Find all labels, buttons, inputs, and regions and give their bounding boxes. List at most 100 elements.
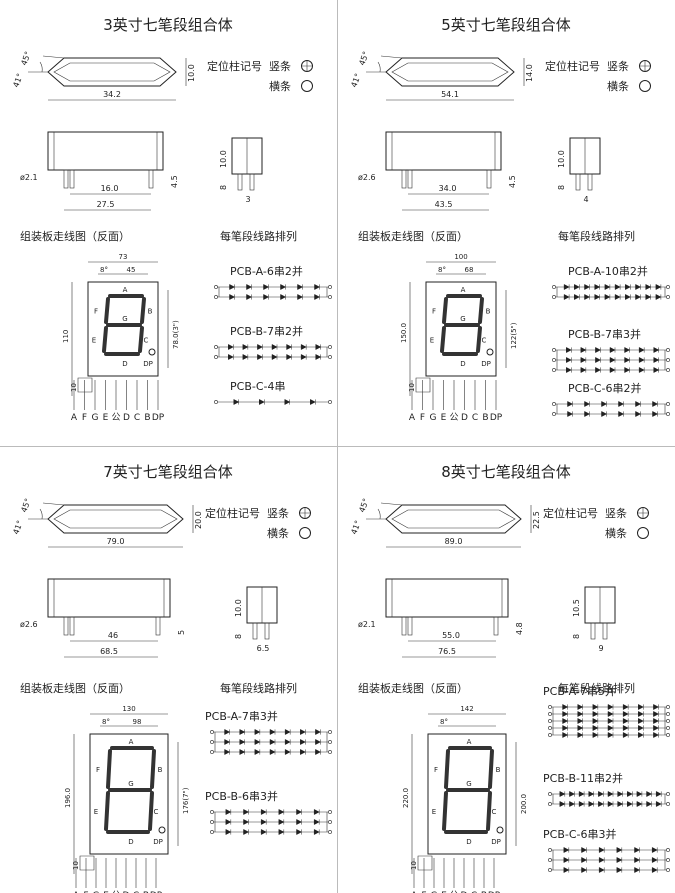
led-diode-icon	[635, 293, 642, 301]
angle-bottom-label: 41°	[11, 519, 24, 535]
board-width-label: 73	[119, 253, 128, 261]
pcb-terminal	[548, 733, 552, 737]
pin-label: G	[431, 891, 438, 893]
led-diode-icon	[315, 738, 321, 746]
front-pin	[155, 616, 161, 636]
pin-label: 公	[111, 890, 120, 893]
led-diode-icon	[254, 748, 261, 756]
led-diode-icon	[246, 283, 253, 291]
led-diode-icon	[653, 710, 659, 718]
pcb-label-2: PCB-C-6串3并	[543, 827, 616, 841]
led-diode-icon	[638, 346, 645, 354]
led-diode-icon	[614, 293, 621, 301]
led-diode-icon	[286, 353, 293, 361]
led-diode-icon	[243, 818, 250, 826]
led-diode-icon	[604, 283, 611, 291]
pcb-terminal	[666, 402, 670, 406]
led-diode-icon	[635, 400, 642, 408]
led-diode-icon	[607, 731, 614, 739]
quadrant-title: 3英寸七笔段组合体	[103, 16, 233, 34]
segment-outline	[47, 504, 184, 534]
inner-span-label: 16.0	[101, 184, 119, 193]
pin-label: 公	[449, 890, 458, 893]
crosshair-mark	[301, 60, 313, 72]
led-diode-icon	[588, 800, 595, 808]
pcb-terminal	[548, 712, 552, 716]
segment-f	[106, 749, 112, 789]
front-pin	[148, 169, 154, 189]
front-pin	[493, 616, 499, 636]
segment-letter-e: E	[94, 808, 98, 816]
pcb-terminal	[214, 295, 218, 299]
decimal-point	[148, 348, 156, 356]
pin-label: DP	[488, 891, 501, 893]
led-diode-icon	[569, 800, 575, 808]
led-diode-icon	[310, 398, 316, 406]
led-diode-icon	[225, 828, 232, 836]
pcb-terminal	[666, 733, 670, 737]
led-diode-icon	[567, 410, 574, 418]
side-pin	[575, 173, 581, 191]
led-diode-icon	[635, 410, 642, 418]
led-diode-icon	[616, 866, 623, 874]
pcb-terminal	[666, 348, 670, 352]
pin-label: 公	[449, 412, 458, 423]
tilt-label: 8°	[102, 718, 110, 726]
led-diode-icon	[580, 366, 587, 374]
segment-letter-dp: DP	[143, 360, 153, 368]
digit-height-label: 78.0(3")	[172, 320, 180, 349]
pin-label: D	[123, 413, 130, 423]
height-dim-label: 20.0	[194, 511, 203, 529]
angle-top-label: 45°	[357, 497, 370, 513]
pcb-circuit-0	[552, 283, 670, 301]
length-dim-label: 79.0	[107, 537, 125, 546]
pin-label: E	[103, 891, 109, 893]
pin-label: G	[93, 891, 100, 893]
side-pin-label: 8	[572, 634, 581, 639]
led-diode-icon	[315, 343, 322, 351]
height-dim-label: 14.0	[525, 64, 534, 82]
segment-letter-e: E	[92, 337, 96, 345]
segment-letter-f: F	[94, 308, 98, 316]
led-diode-icon	[563, 866, 570, 874]
led-diode-icon	[581, 866, 588, 874]
outer-span-label: 68.5	[100, 647, 118, 656]
marker-legend-title: 定位柱记号	[205, 506, 260, 520]
segment-letter-f: F	[434, 766, 438, 774]
led-diode-icon	[581, 856, 588, 864]
led-diode-icon	[300, 343, 307, 351]
quadrant-title: 7英寸七笔段组合体	[103, 463, 233, 481]
segment-letter-c: C	[492, 808, 497, 816]
led-diode-icon	[224, 748, 231, 756]
pin-diameter-label: ø2.6	[20, 620, 38, 629]
led-diode-icon	[563, 856, 570, 864]
side-height-label: 10.0	[219, 150, 228, 168]
pcb-terminal	[666, 412, 670, 416]
led-diode-icon	[584, 283, 591, 291]
led-diode-icon	[634, 866, 641, 874]
pcb-terminal	[328, 820, 332, 824]
pin-length-label: 4.8	[515, 622, 524, 635]
side-pin	[237, 173, 243, 191]
led-diode-icon	[651, 846, 658, 854]
led-diode-icon	[260, 828, 267, 836]
angle-guide	[28, 502, 65, 520]
pin-label: C	[133, 891, 139, 893]
led-diode-icon	[635, 283, 642, 291]
pcb-label-0: PCB-A-7串5并	[543, 684, 616, 698]
pcb-terminal	[666, 368, 670, 372]
led-diode-icon	[577, 724, 584, 732]
side-pitch-label: 4	[583, 195, 588, 204]
front-pin	[407, 616, 413, 636]
pcb-circuit-1	[548, 790, 670, 808]
pin-diameter-label: ø2.1	[358, 620, 376, 629]
side-pin	[264, 622, 270, 640]
led-diode-icon	[607, 717, 614, 725]
led-diode-icon	[627, 790, 633, 798]
pin-offset-box	[415, 377, 431, 393]
decimal-point	[486, 348, 494, 356]
pin-label: DP	[152, 413, 165, 423]
angle-guide	[28, 55, 65, 73]
pin-label: B	[144, 413, 150, 423]
segment-f	[442, 297, 448, 324]
